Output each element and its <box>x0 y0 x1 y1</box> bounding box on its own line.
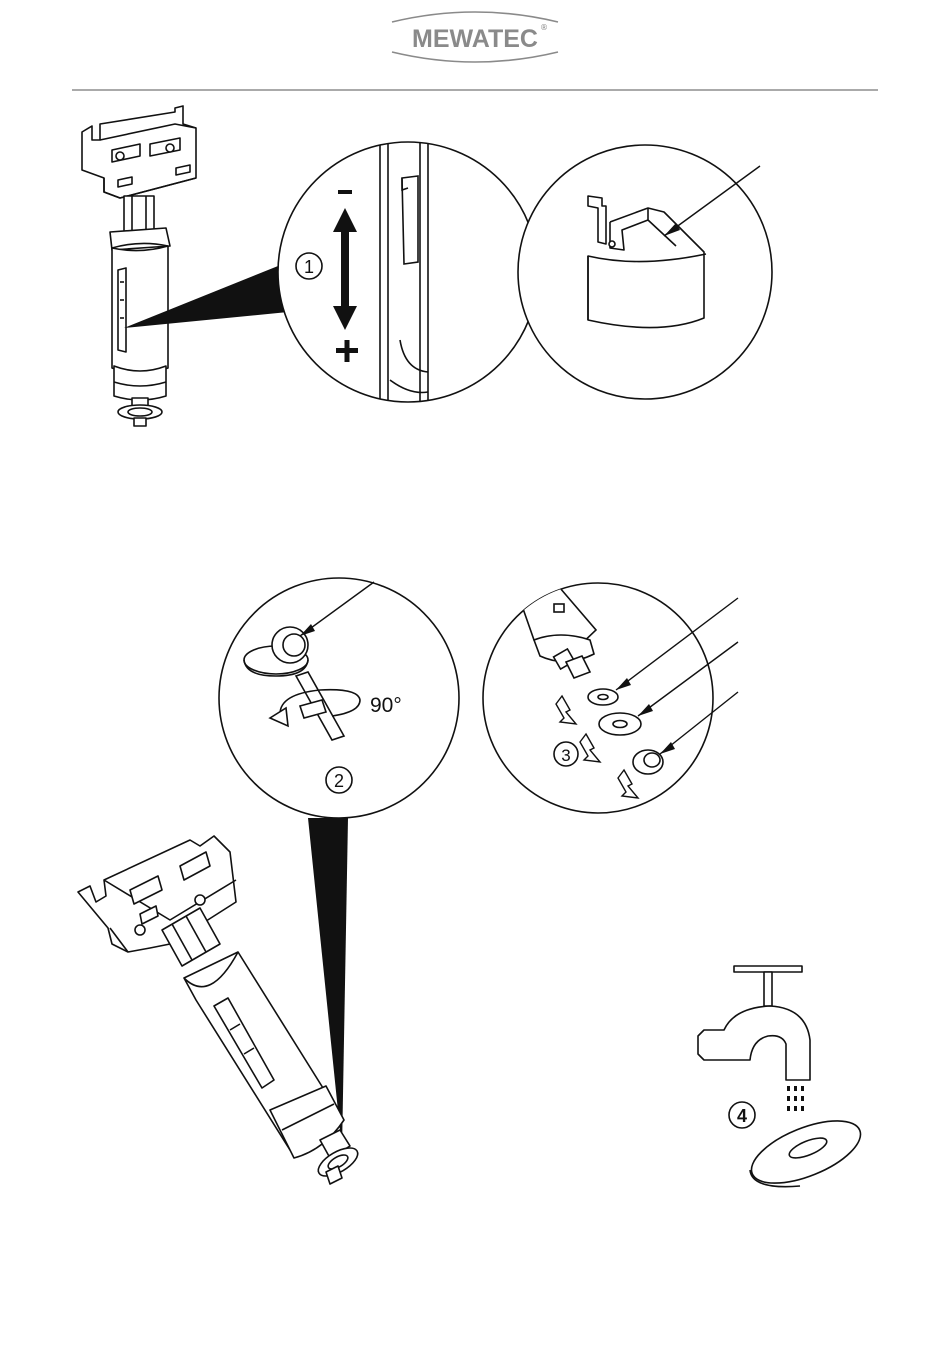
faucet-icon <box>698 966 810 1080</box>
step-4-number: 4 <box>737 1106 747 1126</box>
detail-circle-disassembly: 3 <box>483 583 738 813</box>
brand-name: MEWATEC <box>412 25 538 53</box>
step-2-badge: 2 <box>326 767 352 793</box>
minus-symbol <box>338 190 352 194</box>
step-4-badge: 4 <box>729 1102 755 1128</box>
logo-arc-bottom <box>392 52 558 62</box>
step-1-badge: 1 <box>296 253 322 279</box>
flush-valve-upright <box>82 106 196 426</box>
step-3-number: 3 <box>561 746 570 765</box>
seal-disc-rinse <box>743 1108 869 1196</box>
water-stream-icon <box>787 1086 804 1111</box>
detail-circle-rotate: 90° 2 <box>219 578 459 818</box>
step-2-number: 2 <box>334 771 344 791</box>
detail-circle-clip <box>518 145 772 399</box>
step-1-number: 1 <box>304 257 314 277</box>
brand-logo: MEWATEC ® <box>392 12 558 62</box>
logo-arc-top <box>392 12 558 22</box>
step-3-badge: 3 <box>554 742 578 766</box>
rotation-angle-label: 90° <box>370 694 402 717</box>
detail-circle-level: 1 <box>278 130 538 410</box>
registered-mark: ® <box>540 23 548 32</box>
